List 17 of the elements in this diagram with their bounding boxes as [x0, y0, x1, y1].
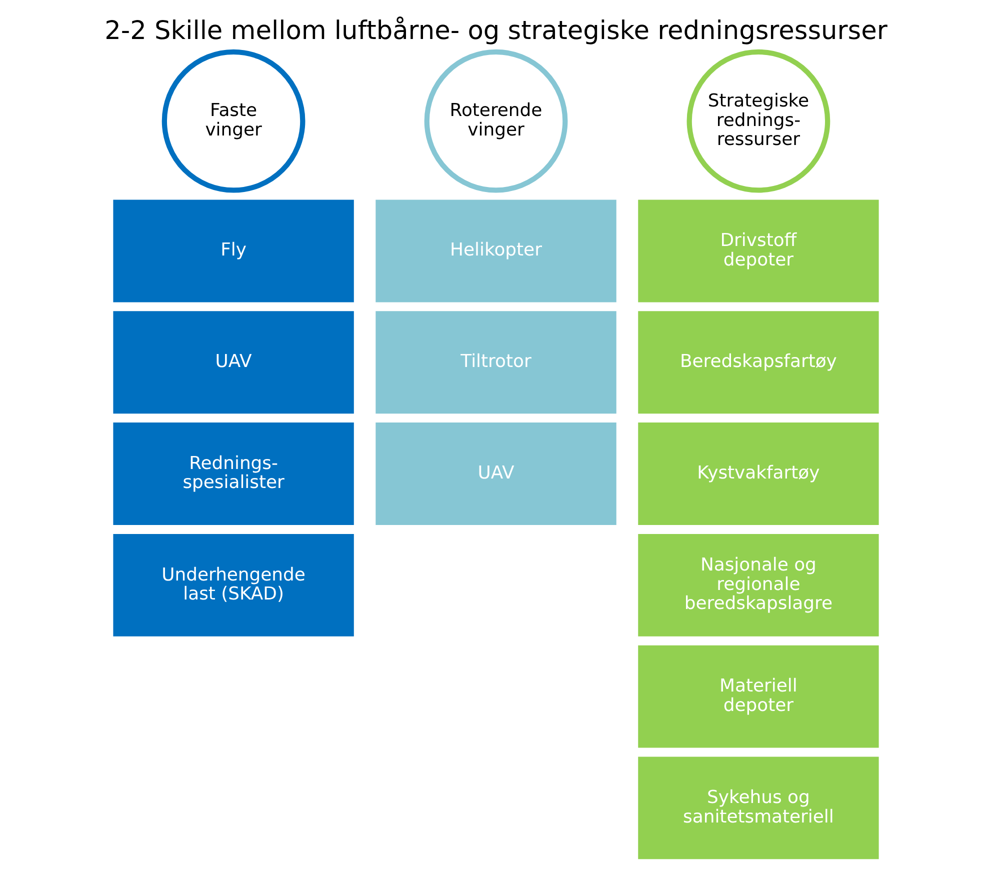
- node-circle: Faste vinger: [161, 49, 305, 193]
- node-circle: Roterende vinger: [424, 49, 568, 193]
- node-box: Nasjonale og regionale beredskapslagre: [638, 534, 878, 636]
- node-box: UAV: [375, 422, 616, 525]
- node-box: Sykehus og sanitetsmateriell: [638, 756, 878, 860]
- node-box: Materiell depoter: [638, 645, 878, 748]
- node-box: Underhengende last (SKAD): [112, 534, 354, 636]
- node-box: Drivstoff depoter: [638, 200, 878, 302]
- node-box: Kystvakfartøy: [638, 422, 878, 525]
- node-box: Helikopter: [375, 200, 616, 302]
- node-circle: Strategiske rednings- ressurser: [686, 49, 830, 193]
- diagram-title: 2-2 Skille mellom luftbårne- og strategiske redningsressurser: [104, 16, 887, 46]
- node-box: Beredskapsfartøy: [638, 311, 878, 414]
- node-box: UAV: [112, 311, 354, 414]
- node-box: Tiltrotor: [375, 311, 616, 414]
- node-box: Rednings- spesialister: [112, 422, 354, 525]
- node-box: Fly: [112, 200, 354, 302]
